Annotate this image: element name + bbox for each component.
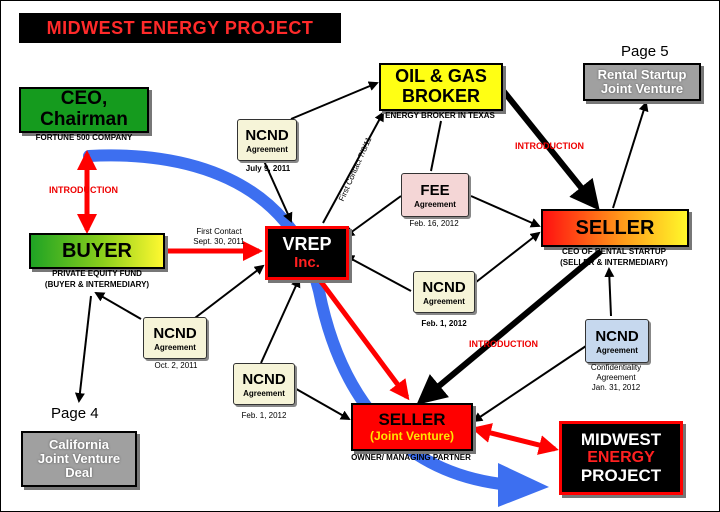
seller-jv-box: SELLER (Joint Venture) — [351, 403, 473, 451]
buyer-caption-1: PRIVATE EQUITY FUND — [52, 269, 142, 278]
link-ncnd5-vrep — [260, 277, 301, 364]
broker-title-1: OIL & GAS — [395, 66, 487, 87]
agreement-date: Feb. 1, 2012 — [241, 411, 287, 420]
link-sellerjv-midwest — [471, 423, 559, 455]
link-fee-seller-right — [470, 195, 541, 228]
first-contact-line-2: Sept. 30, 2011 — [193, 237, 245, 246]
broker-caption: ENERGY BROKER IN TEXAS — [385, 111, 495, 120]
link-ncnd6-sellerjv — [472, 345, 587, 423]
blue-flow-arrowhead — [498, 463, 549, 507]
introduction-label-left: INTRODUCTION — [49, 185, 118, 195]
diagram-title: MIDWEST ENERGY PROJECT — [19, 13, 341, 43]
link-fee-broker — [430, 120, 442, 172]
agreement-ncnd-feb-2012-left: NCND Agreement — [233, 363, 295, 405]
seller-jv-caption: OWNER/ MANAGING PARTNER — [351, 453, 471, 462]
seller-right-caption-2: (SELLER & INTERMEDIARY) — [560, 258, 668, 267]
broker-box: OIL & GAS BROKER — [379, 63, 503, 111]
ceo-caption: FORTUNE 500 COMPANY — [35, 133, 133, 142]
midwest-line-1: MIDWEST — [580, 429, 662, 449]
link-ncnd4-vrep — [190, 264, 265, 322]
first-contact-line-1: First Contact — [196, 227, 242, 236]
vrep-line-2: Inc. — [294, 253, 320, 271]
link-ncnd1-vrep — [263, 160, 293, 223]
agreement-date: Feb. 16, 2012 — [409, 219, 459, 228]
link-ncnd4-buyer — [94, 291, 142, 320]
agreement-ncnd-jul-2011: NCND Agreement — [237, 119, 297, 161]
page5-label: Page 5 — [621, 43, 669, 60]
seller-right-title: SELLER — [575, 217, 655, 239]
agreement-date: Feb. 1, 2012 — [421, 319, 467, 328]
seller-jv-title: SELLER — [378, 410, 446, 430]
confidentiality-line-3: Jan. 31, 2012 — [591, 383, 641, 392]
agreement-sub: Agreement — [596, 345, 638, 355]
confidentiality-line-1: Confidentiality — [590, 363, 642, 372]
agreement-date: Oct. 2, 2011 — [154, 361, 198, 370]
buyer-box: BUYER — [29, 233, 165, 269]
blue-flow-curve — [83, 149, 507, 490]
link-ncnd3-seller-right — [470, 231, 541, 287]
agreement-title: NCND — [153, 324, 197, 342]
ceo-box: CEO, Chairman — [19, 87, 149, 133]
link-ncnd1-broker — [290, 81, 379, 120]
agreement-ncnd-oct-2011: NCND Agreement — [143, 317, 207, 359]
agreement-sub: Agreement — [154, 342, 196, 352]
ceo-title: CEO, — [60, 88, 108, 110]
link-seller-right-rental — [612, 101, 649, 209]
link-ncnd3-vrep — [344, 255, 412, 292]
seller-jv-sub: (Joint Venture) — [369, 428, 454, 443]
link-vrep-sellerjv — [316, 277, 410, 401]
broker-title-2: BROKER — [401, 86, 480, 106]
midwest-project-box: MIDWEST ENERGY PROJECT — [559, 421, 683, 495]
agreement-ncnd-feb-2012-right: NCND Agreement — [413, 271, 475, 313]
link-ncnd6-seller-right — [604, 267, 615, 317]
midwest-line-2: ENERGY — [587, 449, 655, 467]
link-seller-right-sellerjv — [416, 248, 603, 405]
link-buyer-california — [74, 295, 92, 403]
agreement-sub: Agreement — [246, 144, 288, 154]
agreement-date: July 9, 2011 — [245, 164, 291, 173]
agreement-title: NCND — [245, 126, 289, 144]
buyer-caption-2: (BUYER & INTERMEDIARY) — [44, 280, 150, 289]
vrep-line-1: VREP — [282, 233, 332, 254]
agreement-title: NCND — [242, 370, 286, 388]
buyer-title: BUYER — [61, 240, 132, 262]
vrep-box: VREP Inc. — [265, 226, 349, 280]
link-fee-vrep — [344, 195, 402, 238]
midwest-line-3: PROJECT — [580, 465, 662, 485]
seller-right-box: SELLER — [541, 209, 689, 247]
link-ncnd5-sellerjv — [290, 385, 351, 420]
page4-label: Page 4 — [51, 405, 99, 422]
link-vrep-broker — [322, 111, 384, 224]
agreement-fee-feb-2012: FEE Agreement — [401, 173, 469, 217]
agreement-title: NCND — [595, 327, 639, 345]
agreement-ncnd-confidentiality: NCND Agreement — [585, 319, 649, 363]
link-broker-seller-right — [498, 86, 600, 211]
ceo-title-2: Chairman — [40, 109, 128, 130]
seller-right-caption-1: CEO OF RENTAL STARTUP — [562, 247, 666, 256]
california-line-3: Deal — [65, 465, 93, 481]
agreement-sub: Agreement — [243, 388, 285, 398]
introduction-label-mid: INTRODUCTION — [469, 339, 538, 349]
rental-line-2: Joint Venture — [600, 81, 684, 96]
rental-box: Rental Startup Joint Venture — [583, 63, 701, 101]
agreement-sub: Agreement — [414, 199, 456, 209]
california-line-2: Joint Venture — [37, 450, 121, 466]
confidentiality-line-2: Agreement — [596, 373, 636, 382]
california-box: California Joint Venture Deal — [21, 431, 137, 487]
agreement-sub: Agreement — [423, 296, 465, 306]
rental-line-1: Rental Startup — [597, 66, 687, 82]
agreement-title: NCND — [422, 278, 466, 296]
introduction-label-top: INTRODUCTION — [515, 141, 584, 151]
agreement-title: FEE — [420, 181, 450, 199]
california-line-1: California — [49, 436, 109, 452]
